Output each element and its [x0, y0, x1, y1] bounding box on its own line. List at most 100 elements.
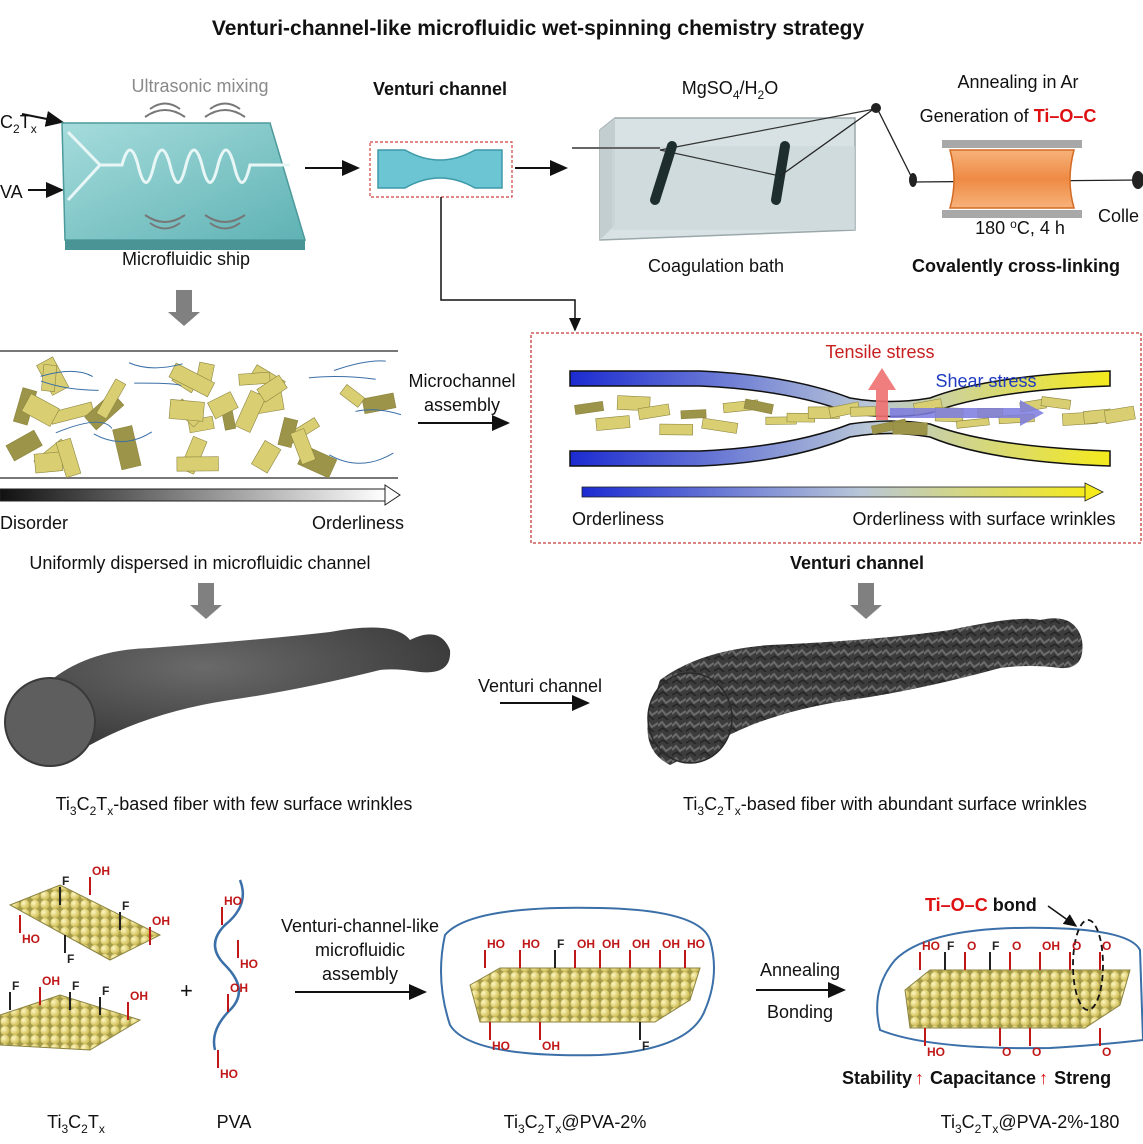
aligned-flake [574, 401, 605, 415]
flake [33, 451, 64, 474]
assembly-label-3: assembly [322, 964, 398, 984]
venturi-channel-icon [377, 149, 503, 189]
mxene-input-arrow [21, 111, 64, 127]
composite-1-caption: Ti3C2Tx@PVA-2% [504, 1112, 647, 1136]
assembly-label-2: microfluidic [315, 940, 405, 960]
bath-formula: MgSO4/H2O [682, 78, 778, 102]
group-label: HO [224, 894, 242, 908]
group-label: OH [662, 937, 680, 951]
group-label: OH [130, 989, 148, 1003]
aligned-flake [955, 417, 990, 429]
microchannel-label-1: Microchannel [408, 371, 515, 391]
flake [21, 393, 60, 427]
group-label: F [102, 984, 109, 998]
aligned-flake [1040, 396, 1072, 410]
order-gradient-arrowhead [384, 484, 401, 506]
orderliness-label-left: Orderliness [312, 513, 404, 533]
chip-label: Microfluidic ship [122, 249, 250, 269]
group-label: F [557, 937, 564, 951]
polymer-strand [329, 452, 394, 464]
flake [176, 456, 219, 472]
flake [207, 391, 239, 420]
order-gradient-arrowhead-right [1084, 482, 1104, 502]
aligned-flake [616, 395, 651, 412]
aligned-flake [701, 417, 739, 434]
polymer-strand [93, 431, 153, 443]
group-label: F [12, 979, 19, 993]
guide-roller-2 [909, 173, 917, 187]
group-label: HO [220, 1067, 238, 1081]
group-label: F [642, 1039, 649, 1053]
group-label: OH [42, 974, 60, 988]
down-arrow-left-2 [190, 583, 222, 619]
group-label: OH [1042, 939, 1060, 953]
group-label: OH [152, 914, 170, 928]
aligned-flake [637, 403, 671, 420]
figure-title: Venturi-channel-like microfluidic wet-sp… [212, 17, 865, 40]
collector-roller [1132, 171, 1143, 189]
ultrasonic-waves-bottom [144, 214, 246, 230]
aligned-flake [892, 421, 928, 436]
group-label: OH [542, 1039, 560, 1053]
microfluidic-chip [61, 122, 307, 250]
group-label: OH [577, 937, 595, 951]
wrinkle-order-label: Orderliness with surface wrinkles [852, 509, 1115, 529]
group-label: HO [687, 937, 705, 951]
bond-pointer-arrow [1047, 905, 1078, 927]
flake [289, 428, 317, 465]
polymer-strand [333, 360, 386, 371]
property-summary: Stability↑Capacitance↑Streng [842, 1068, 1111, 1088]
bond-highlight-ellipse [1072, 919, 1104, 1011]
polymer-strand [134, 382, 182, 387]
group-label: HO [927, 1045, 945, 1059]
aligned-flake [595, 415, 631, 431]
group-label: OH [92, 864, 110, 878]
polymer-strand [55, 421, 113, 434]
flake [339, 384, 366, 408]
flake [238, 371, 271, 386]
group-label: OH [632, 937, 650, 951]
guide-roller-1 [871, 103, 881, 113]
group-label: O [1032, 1045, 1041, 1059]
wrinkled-fiber [647, 618, 1083, 765]
group-label: F [62, 874, 69, 888]
pva-chain [212, 879, 245, 1051]
flake [251, 440, 282, 474]
input-labels: C2Tx VA [0, 111, 64, 202]
group-label: OH [230, 981, 248, 995]
group-label: HO [22, 932, 40, 946]
group-label: F [947, 939, 954, 953]
flake [55, 437, 82, 478]
pva-caption: PVA [217, 1112, 252, 1132]
group-label: HO [922, 939, 940, 953]
group-label: F [67, 952, 74, 966]
group-label: HO [492, 1039, 510, 1053]
coagulation-bath [572, 107, 881, 241]
order-gradient-bar [0, 488, 386, 502]
group-label: O [1012, 939, 1021, 953]
flake [41, 364, 58, 392]
polymer-strand [128, 362, 183, 369]
annealing-label: Annealing [760, 960, 840, 980]
disorder-label: Disorder [0, 513, 68, 533]
group-label: F [992, 939, 999, 953]
aligned-flake [680, 409, 707, 420]
group-label: HO [240, 957, 258, 971]
smooth-fiber [4, 627, 451, 767]
aligned-flake [1103, 405, 1136, 425]
mxene-caption: Ti3C2Tx [47, 1112, 105, 1136]
polymer-strand [308, 375, 376, 380]
group-label: F [72, 979, 79, 993]
aligned-flake [850, 406, 877, 417]
group-label: O [1072, 939, 1081, 953]
flake [112, 425, 142, 471]
disordered-channel [0, 350, 402, 479]
flake [234, 389, 267, 433]
venturi-walls [569, 370, 1136, 467]
flake [95, 378, 127, 420]
group-label: O [1102, 939, 1111, 953]
